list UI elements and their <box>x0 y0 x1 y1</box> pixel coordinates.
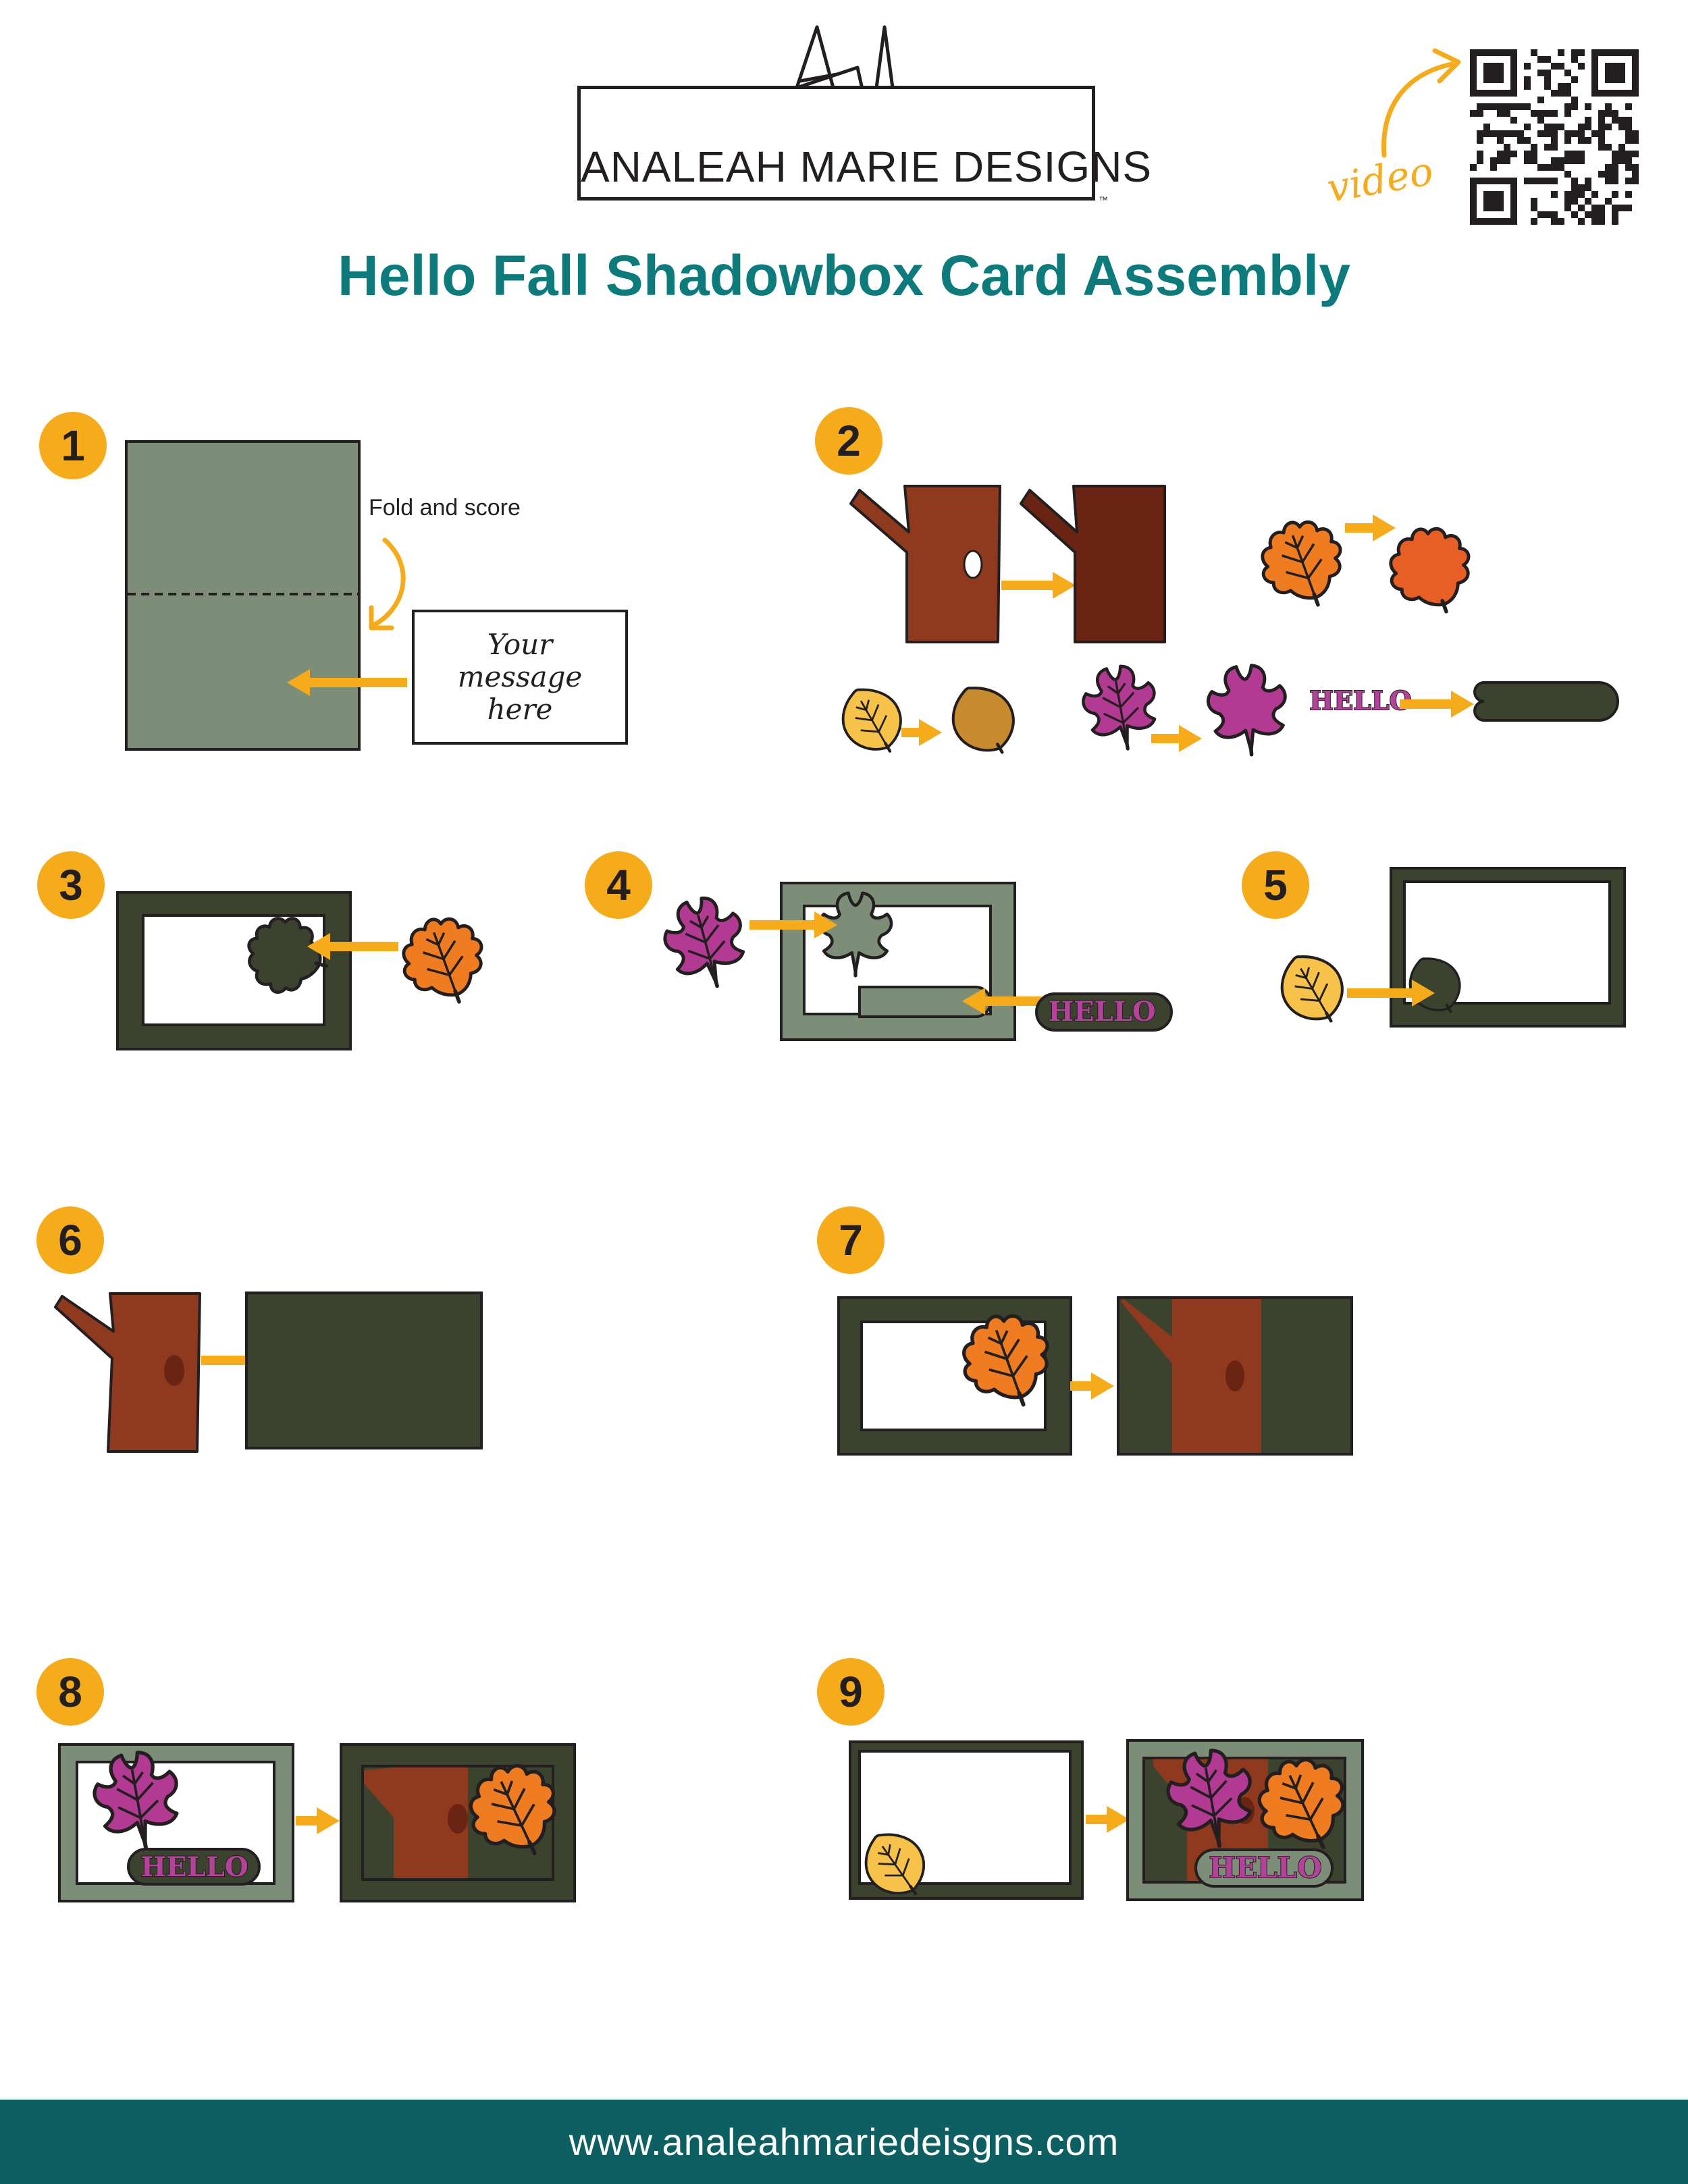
qr-code-icon[interactable] <box>1470 49 1639 225</box>
maple-leaf-icon <box>1082 664 1157 751</box>
hello-sticker: HELLO <box>1035 992 1173 1032</box>
maple-leaf-icon <box>1206 664 1287 757</box>
message-card: Your message here <box>412 610 628 745</box>
oak-leaf-icon <box>1257 1758 1345 1849</box>
birch-leaf-icon <box>1280 955 1344 1023</box>
arrow-left-icon <box>287 669 407 696</box>
hello-sticker: HELLO <box>1194 1848 1334 1888</box>
tree-trunk-shadow-icon <box>1020 485 1166 643</box>
oak-leaf-icon <box>1389 527 1471 614</box>
step-1-badge: 1 <box>39 412 107 479</box>
birch-leaf-icon <box>951 687 1015 754</box>
tree-trunk-icon <box>54 1292 201 1453</box>
step-7-trunk-panel <box>1117 1296 1353 1456</box>
oak-leaf-icon <box>1261 520 1342 607</box>
step-3-badge: 3 <box>37 851 105 919</box>
oak-leaf-icon <box>402 917 483 1004</box>
arrow-left-icon <box>307 933 398 960</box>
arrow-left-icon <box>962 988 1042 1015</box>
arrow-right-icon <box>749 911 837 938</box>
fold-curved-arrow-icon <box>369 537 406 631</box>
birch-leaf-icon <box>841 688 902 753</box>
page-title: Hello Fall Shadowbox Card Assembly <box>338 244 1350 307</box>
maple-leaf-icon <box>663 897 745 988</box>
step-7-badge: 7 <box>817 1206 885 1274</box>
arrow-right-icon <box>1345 514 1396 541</box>
arrow-right-icon <box>1001 572 1076 599</box>
fold-and-score-label: Fold and score <box>369 495 521 521</box>
footer-url-link[interactable]: www.analeahmariedeisgns.com <box>569 2121 1119 2163</box>
hello-backing-shape <box>1473 681 1619 722</box>
arrow-right-icon <box>296 1807 340 1834</box>
brand-name: ANALEAH MARIE DESIGNS <box>581 142 1151 192</box>
step-4-frame <box>780 882 1016 1041</box>
step-6-dark-panel <box>245 1291 483 1449</box>
hello-text: HELLO <box>140 1851 248 1883</box>
hello-text: HELLO <box>1209 1851 1321 1884</box>
logo-monogram-icon <box>776 25 900 129</box>
message-line-2: message <box>457 660 583 693</box>
step-2-badge: 2 <box>815 407 882 475</box>
step-1-card-base <box>125 440 361 751</box>
arrow-right-icon <box>1086 1806 1130 1833</box>
brand-name-line-2: DESIGNS <box>953 142 1153 191</box>
oak-leaf-icon <box>962 1314 1049 1407</box>
step-8-badge: 8 <box>36 1658 104 1726</box>
maple-leaf-icon <box>1166 1749 1252 1848</box>
hello-text: HELLO <box>1309 685 1411 716</box>
hello-sticker: HELLO <box>1309 685 1412 716</box>
arrow-right-icon <box>1347 980 1435 1007</box>
footer-bar: www.analeahmariedeisgns.com <box>0 2100 1688 2184</box>
arrow-right-icon <box>901 719 942 746</box>
hello-text: HELLO <box>1048 996 1155 1028</box>
arrow-right-icon <box>1400 691 1474 718</box>
maple-leaf-icon <box>818 891 893 978</box>
curved-arrow-icon <box>1381 48 1461 158</box>
arrow-right-icon <box>1070 1373 1114 1400</box>
step-9-badge: 9 <box>817 1658 885 1726</box>
message-line-1: Your <box>487 628 553 661</box>
logo-box: ANALEAH MARIE DESIGNS <box>577 86 1151 201</box>
hello-sticker: HELLO <box>127 1848 261 1886</box>
maple-leaf-icon <box>93 1751 179 1850</box>
brand-name-line-1: ANALEAH MARIE <box>581 142 941 191</box>
arrow-right-icon <box>1151 725 1202 752</box>
oak-leaf-icon <box>247 917 328 994</box>
trademark-symbol: ™ <box>1099 194 1108 205</box>
message-line-3: here <box>487 693 553 726</box>
step-4-badge: 4 <box>585 851 652 919</box>
step-6-badge: 6 <box>36 1206 104 1274</box>
birch-leaf-icon <box>864 1833 926 1896</box>
oak-leaf-icon <box>469 1764 556 1855</box>
step-5-badge: 5 <box>1242 851 1309 919</box>
tree-trunk-icon <box>849 485 1001 643</box>
